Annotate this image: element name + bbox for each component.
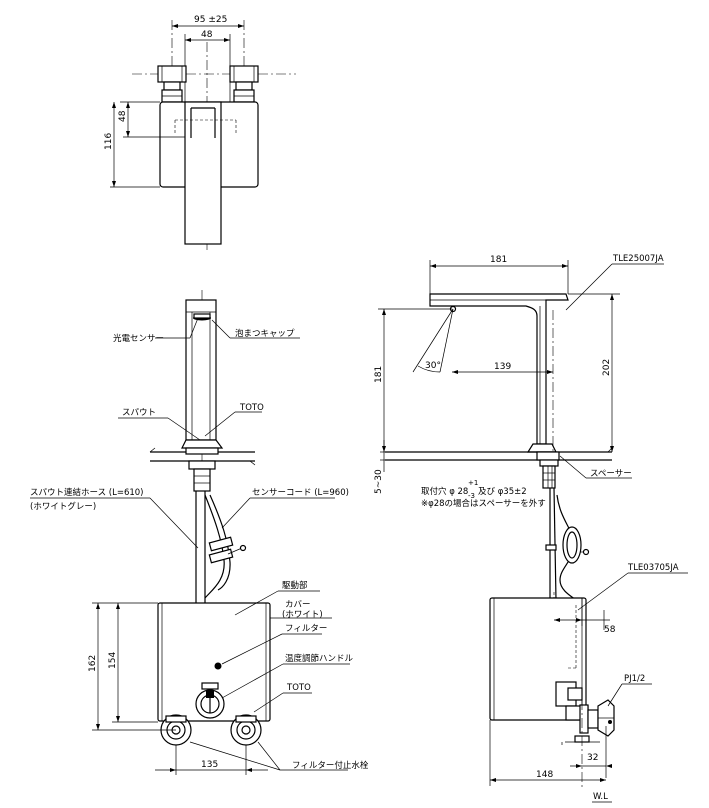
- dim-139: 139: [494, 362, 511, 372]
- label-mount-hole-2: 及び φ35±2: [478, 487, 527, 497]
- label-drive-unit: 駆動部: [282, 580, 308, 591]
- dim-135: 135: [201, 760, 218, 770]
- label-model-unit: TLE03705JA: [627, 563, 679, 573]
- side-view: TLE25007JA 181 202 181 139 30° 5~30: [374, 254, 688, 803]
- label-filter: フィルター: [285, 624, 327, 634]
- dim-32: 32: [587, 753, 598, 763]
- dim-181-side: 181: [374, 366, 384, 383]
- label-toto-unit: TOTO: [286, 683, 311, 693]
- side-faucet-body: [429, 293, 569, 445]
- front-spout-column: [185, 299, 217, 441]
- dim-95-25: 95 ±25: [194, 15, 227, 25]
- label-sensor: 光電センサー: [113, 333, 164, 344]
- dim-116: 116: [104, 133, 114, 150]
- dim-48-width: 48: [201, 30, 213, 40]
- dim-angle: 30°: [425, 361, 441, 371]
- label-aerator-cap: 泡まつキャップ: [235, 328, 295, 339]
- front-view: 162 154 135 光電センサー 泡まつキャップ スパウト TOTO スパウ…: [30, 290, 369, 775]
- label-sensor-cord: センサーコード (L=960): [252, 488, 349, 498]
- label-spout: スパウト: [122, 408, 156, 418]
- label-wl: W.L: [593, 792, 608, 802]
- label-cover: カバー: [285, 600, 311, 610]
- label-mount-hole: 取付穴 φ 28: [421, 486, 468, 497]
- dim-5-30: 5~30: [374, 469, 384, 494]
- temperature-handle[interactable]: [195, 682, 225, 719]
- label-model-faucet: TLE25007JA: [612, 254, 664, 264]
- dim-154: 154: [108, 652, 118, 669]
- supply-connection-left: [157, 65, 187, 103]
- label-spacer: スペーサー: [590, 469, 632, 479]
- filter-marker: [214, 662, 222, 670]
- label-pipe: PJ1/2: [624, 674, 645, 684]
- dim-148: 148: [536, 770, 553, 780]
- supply-connection-right: [229, 65, 259, 103]
- drive-unit: [157, 602, 271, 722]
- label-note: ※φ28の場合はスペーサーを外す: [421, 498, 546, 509]
- label-toto-spout: TOTO: [239, 403, 264, 413]
- label-hose: スパウト連結ホース (L=610): [30, 487, 144, 498]
- label-hose-color: (ホワイトグレー): [30, 501, 96, 512]
- top-view: 95 ±25 48: [104, 15, 296, 250]
- dim-58: 58: [604, 625, 616, 635]
- front-base: [181, 439, 224, 449]
- dim-181-top: 181: [490, 255, 507, 265]
- label-mount-tol-bottom: -3: [468, 492, 475, 500]
- dim-202: 202: [602, 359, 612, 376]
- dim-48-height: 48: [118, 110, 128, 122]
- label-cover-color: (ホワイト): [282, 610, 323, 620]
- dim-162: 162: [88, 655, 98, 672]
- sensor-cord: [204, 494, 247, 599]
- label-temp-handle: 温度調節ハンドル: [285, 653, 354, 664]
- label-filter-valve: フィルター付止水栓: [292, 760, 369, 771]
- side-sensor-cord: [545, 494, 590, 604]
- label-mount-tol-top: +1: [468, 479, 478, 487]
